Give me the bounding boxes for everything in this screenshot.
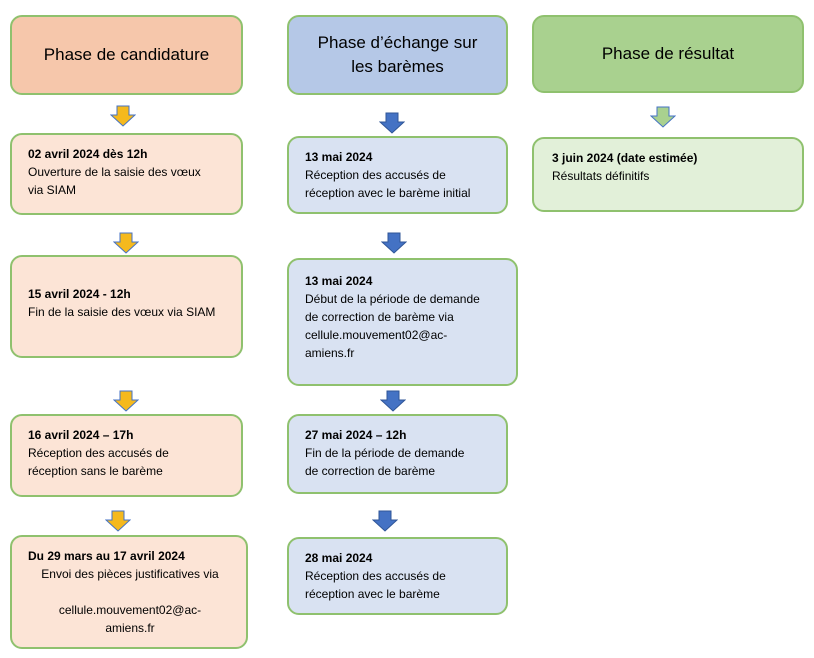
card-date: 3 juin 2024 (date estimée) [552,151,698,165]
header-phase-echange: Phase d’échange sur les barèmes [287,15,508,95]
card-date: Du 29 mars au 17 avril 2024 [28,549,185,563]
card-date: 13 mai 2024 [305,150,373,164]
header-label: Phase d’échange sur les barèmes [318,31,478,79]
card-text: Début de la période de demande [305,292,480,306]
card-date: 27 mai 2024 – 12h [305,428,407,442]
down-arrow-icon [113,390,139,412]
card-text: de correction de barème via [305,310,454,324]
card-date: 02 avril 2024 dès 12h [28,147,148,161]
card-email: cellule.mouvement02@ac- [58,603,202,617]
header-label-line: les barèmes [351,57,444,76]
header-label: Phase de résultat [601,44,735,63]
card-text: Réception des accusés de [28,446,169,460]
card-text: réception avec le barème [305,587,440,601]
card-date: 15 avril 2024 - 12h [28,287,131,301]
card-date: 28 mai 2024 [305,551,373,565]
card-text: réception avec le barème initial [305,186,471,200]
card-text: Réception des accusés de [305,168,446,182]
card-text: Envoi des pièces justificatives via [41,567,219,581]
card-ouverture-saisie: 02 avril 2024 dès 12h Ouverture de la sa… [10,133,243,215]
card-resultats-definitifs: 3 juin 2024 (date estimée) Résultats déf… [532,137,804,212]
down-arrow-icon [113,232,139,254]
header-phase-candidature: Phase de candidature [10,15,243,95]
card-fin-correction: 27 mai 2024 – 12h Fin de la période de d… [287,414,508,494]
down-arrow-icon [105,510,131,532]
down-arrow-icon [650,106,676,128]
card-text: Résultats définitifs [552,169,650,183]
down-arrow-icon [380,390,406,412]
card-accuses-bareme: 28 mai 2024 Réception des accusés de réc… [287,537,508,615]
card-text: de correction de barème [305,464,436,478]
card-blank-line [28,583,232,601]
card-text: Ouverture de la saisie des vœux [28,165,201,179]
down-arrow-icon [372,510,398,532]
card-text: via SIAM [28,183,77,197]
card-text: Réception des accusés de [305,569,446,583]
header-phase-resultat: Phase de résultat [532,15,804,93]
card-envoi-pieces: Du 29 mars au 17 avril 2024 Envoi des pi… [10,535,248,649]
card-email: cellule.mouvement02@ac- [305,328,448,342]
card-date: 13 mai 2024 [305,274,373,288]
card-accuses-bareme-initial: 13 mai 2024 Réception des accusés de réc… [287,136,508,214]
card-email: amiens.fr [305,346,355,360]
card-text: réception sans le barème [28,464,163,478]
header-label-line: Phase d’échange sur [317,33,478,52]
card-debut-correction: 13 mai 2024 Début de la période de deman… [287,258,518,386]
card-email: amiens.fr [105,621,155,635]
card-accuses-sans-bareme: 16 avril 2024 – 17h Réception des accusé… [10,414,243,497]
card-text: Fin de la période de demande [305,446,465,460]
down-arrow-icon [379,112,405,134]
card-text: Fin de la saisie des vœux via SIAM [28,305,216,319]
down-arrow-icon [381,232,407,254]
card-fin-saisie: 15 avril 2024 - 12h Fin de la saisie des… [10,255,243,358]
card-date: 16 avril 2024 – 17h [28,428,134,442]
down-arrow-icon [110,105,136,127]
header-label: Phase de candidature [43,45,210,64]
